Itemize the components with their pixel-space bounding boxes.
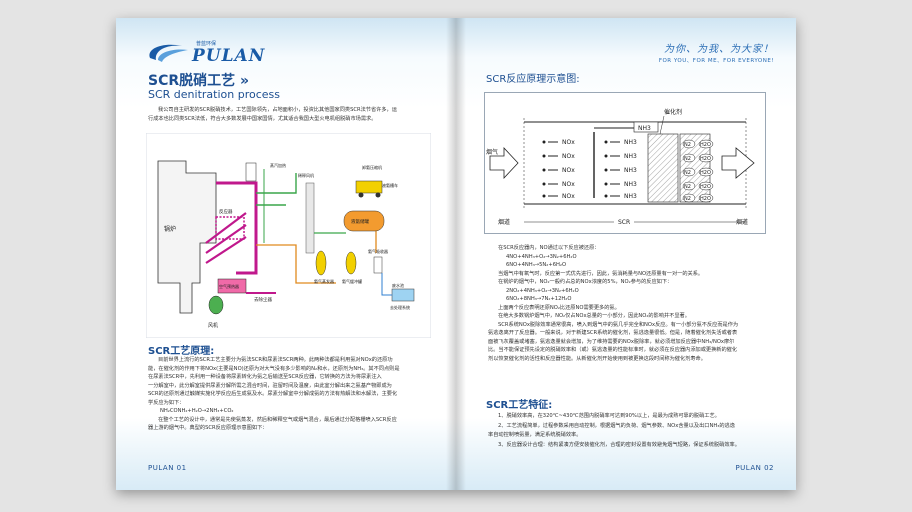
svg-text:NOx: NOx [562,167,575,174]
nox-row: NOx [542,153,575,160]
waste-pool-shape [391,288,415,302]
svg-text:NH3: NH3 [638,125,651,132]
svg-text:风机: 风机 [208,322,218,329]
svg-text:空气预热器: 空气预热器 [219,283,239,289]
boiler-shape [157,160,217,314]
svg-text:氨气吸收器: 氨气吸收器 [368,248,388,254]
logo-swoosh-icon [149,44,188,62]
svg-text:N2: N2 [684,184,691,190]
section-principle-title: SCR工艺原理: [148,346,215,357]
svg-text:液氨储罐: 液氨储罐 [351,218,369,225]
process-diagram: 锅炉 风机 反应器 空气预热器 去除尘器 稀释风机 [146,133,431,338]
brochure-spread: 普蓝环保 PULAN SCR脱硝工艺 » SCR denitration pro… [116,18,796,490]
nh3-row: NH3 [604,153,637,160]
nox-row: NOx [542,167,575,174]
diagram-title: SCR反应原理示意图: [486,74,580,85]
svg-text:蒸汽加热: 蒸汽加热 [270,162,286,168]
section-principle-text: 目前世界上流行的SCR工艺主要分为氨法SCR和尿素法SCR两种。此两种法都是利用… [148,356,440,433]
page-subtitle: SCR denitration process [148,88,280,101]
svg-text:H2O: H2O [700,184,711,190]
feature-item: 3、反应器设计合理：结构紧凑方便安装催化剂，合理的密封设置有效避免烟气短路，保证… [498,441,740,448]
absorber-shape [373,256,383,274]
svg-text:氨气蒸发器: 氨气蒸发器 [314,278,334,284]
intro-text: 我公司自主研发的SCR脱硝技术，工艺国际领先，占地面积小，投资比其他国家同类SC… [148,107,397,122]
reaction-text: 在SCR反应器内，NO通过以下反应被还原： 4NO+4NH₃+O₂→3N₂+6H… [488,245,739,362]
air-preheater-shape [217,278,247,294]
nh3-row: NH3 [604,167,637,174]
svg-text:去处理系统: 去处理系统 [390,304,410,310]
svg-text:卸氨压缩机: 卸氨压缩机 [362,164,382,170]
feature-item: 率自动控制喷氨量，满足系统脱硝效率。 [488,432,582,438]
svg-text:H2O: H2O [700,170,711,176]
nox-row: NOx [542,181,575,188]
svg-text:H2O: H2O [700,142,711,148]
svg-text:去除尘器: 去除尘器 [254,296,272,303]
catalyst-block [647,133,679,203]
tanker-truck-shape [355,180,383,194]
svg-text:NOx: NOx [562,139,575,146]
svg-text:NOx: NOx [562,153,575,160]
slogan: 为你、为我、为大家！ FOR YOU、FOR ME、FOR EVERYONE! [658,44,774,64]
nh3-row: NH3 [604,139,637,146]
svg-text:反应器: 反应器 [219,208,233,215]
ammonia-tank-shape [343,210,385,232]
double-chevron-icon: » [240,73,250,89]
svg-text:NH3: NH3 [624,167,637,174]
page-number-left: PULAN 01 [148,464,187,472]
svg-text:H2O: H2O [700,196,711,202]
nh3-row: NH3 [604,181,637,188]
svg-text:NH3: NH3 [624,153,637,160]
svg-text:N2: N2 [684,196,691,202]
svg-text:液氨槽车: 液氨槽车 [382,182,398,188]
formula: NH₂CONH₂+H₂O→2NH₃+CO₂ [160,408,234,414]
flue-gas-in-arrow [489,146,519,180]
scr-reaction-diagram: 烟气 NH3 NOx NOx NOx NOx NOx NH3 NH3 NH3 N… [484,92,766,234]
svg-text:废水池: 废水池 [392,282,404,288]
brand-logo: 普蓝环保 PULAN [144,40,264,66]
book-spine-shadow [446,18,466,490]
fan-icon [208,295,224,315]
dilution-tower [305,182,315,254]
svg-text:N2: N2 [684,142,691,148]
flue-gas-label: 烟气 [486,148,498,156]
brand-name: PULAN [192,46,266,66]
catalyst-label: 催化剂 [664,108,682,116]
nox-row: NOx [542,139,575,146]
boiler-label: 锅炉 [164,225,176,233]
feature-item: 2、工艺流程简单，过程参数采用自动控制，根据烟气的负荷、烟气参数、NOx含量以及… [498,422,735,429]
brand-small: 普蓝环保 [196,41,217,47]
svg-text:SCR: SCR [618,219,630,226]
nh3-row: NH3 [604,193,637,200]
svg-text:N2: N2 [684,156,691,162]
right-page: 为你、为我、为大家！ FOR YOU、FOR ME、FOR EVERYONE! … [456,18,796,490]
buffer-shape [345,251,357,275]
left-page: 普蓝环保 PULAN SCR脱硝工艺 » SCR denitration pro… [116,18,456,490]
svg-text:烟道: 烟道 [498,218,510,226]
svg-text:氨气缓冲罐: 氨气缓冲罐 [342,278,362,284]
svg-text:NOx: NOx [562,181,575,188]
features-list: 1、脱硝效率高，在320℃~430℃范围内脱硝率可达到90%以上，是最为成熟可靠… [488,412,780,450]
page-title: SCR脱硝工艺 » [148,73,250,89]
svg-text:N2: N2 [684,170,691,176]
svg-text:NH3: NH3 [624,181,637,188]
flue-gas-out-arrow [721,147,755,179]
svg-text:NH3: NH3 [624,193,637,200]
feature-item: 1、脱硝效率高，在320℃~430℃范围内脱硝率可达到90%以上，是最为成熟可靠… [498,413,720,419]
nox-row: NOx [542,193,575,200]
evaporator-shape [315,250,327,276]
reactor-frame [215,216,245,240]
svg-text:NOx: NOx [562,193,575,200]
svg-text:H2O: H2O [700,156,711,162]
svg-text:稀释风机: 稀释风机 [298,172,314,178]
section-features-title: SCR工艺特征: [486,400,553,411]
svg-text:NH3: NH3 [624,139,637,146]
page-number-right: PULAN 02 [735,464,774,472]
